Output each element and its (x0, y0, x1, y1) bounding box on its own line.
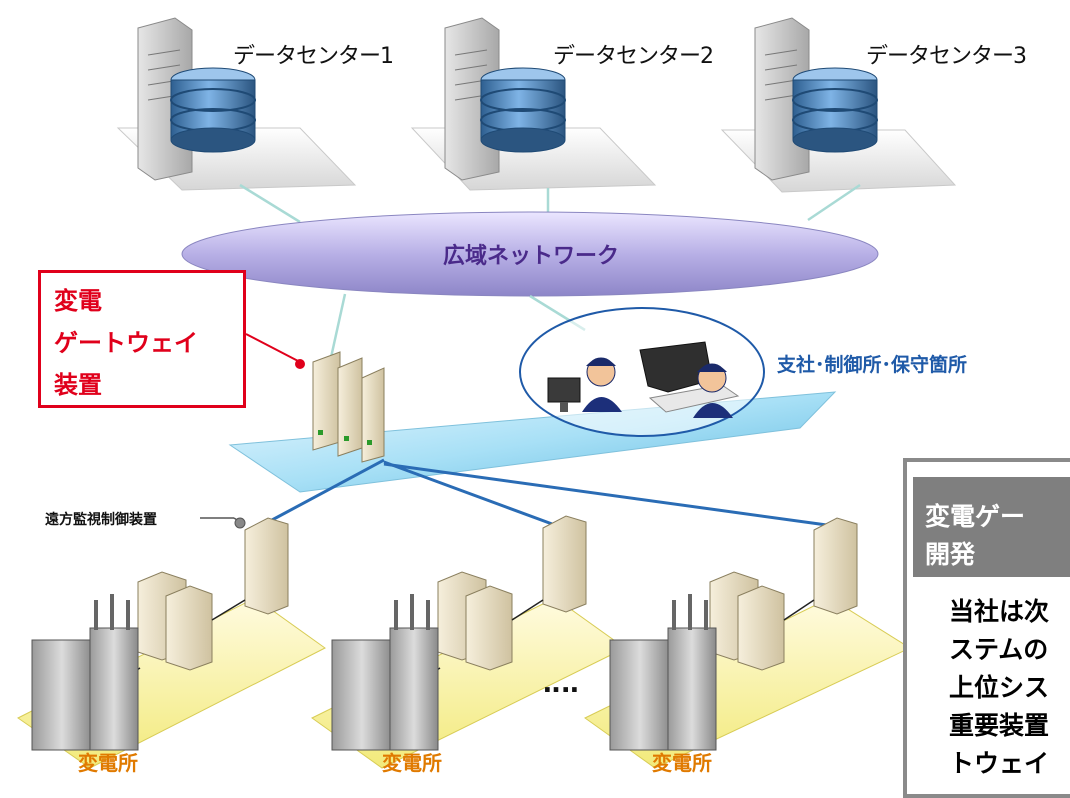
data-center-2-icon (444, 17, 566, 181)
rcu-callout-connector (200, 517, 246, 529)
gateway-callout-box: 変電 ゲートウェイ 装置 (38, 270, 246, 408)
substation-1-label: 変電所 (78, 751, 138, 775)
network-label: 広域ネットワーク (443, 244, 620, 269)
gateway-device-icon (312, 351, 385, 463)
gateway-label-line-2: ゲートウェイ (54, 329, 198, 357)
substation-1-equipment (31, 517, 289, 751)
gateway-label-line-3: 装置 (54, 371, 102, 399)
dev-body-line-3: 上位シス (949, 673, 1050, 702)
gateway-rcu-links (271, 458, 835, 530)
data-center-2-label: データセンター2 (553, 44, 714, 69)
dev-body-line-2: ステムの (949, 635, 1049, 664)
dev-body-line-1: 当社は次 (949, 597, 1050, 626)
data-center-3-icon (754, 17, 878, 181)
rcu-label: 遠方監視制御装置 (45, 512, 157, 528)
substation-3-label: 変電所 (652, 751, 712, 775)
dev-body-line-4: 重要装置 (949, 711, 1050, 740)
data-center-1-label: データセンター1 (233, 44, 394, 69)
substation-3-equipment (609, 517, 858, 751)
development-panel: 変電ゲー 開発 当社は次 ステムの 上位シス 重要装置 トウェイ (903, 458, 1070, 798)
gateway-label-line-1: 変電 (54, 287, 102, 315)
substation-2-equipment (331, 515, 587, 751)
dev-header-line-1: 変電ゲー (925, 502, 1026, 531)
substation-2-label: 変電所 (382, 751, 442, 775)
development-panel-header: 変電ゲー 開発 (913, 477, 1070, 577)
data-center-3-label: データセンター3 (866, 44, 1027, 69)
dev-body-line-5: トウェイ (949, 749, 1050, 778)
data-center-1-icon (137, 17, 256, 181)
branch-office-label: 支社･制御所･保守箇所 (777, 354, 968, 376)
network-diagram (17, 17, 957, 769)
dev-header-line-2: 開発 (925, 540, 976, 569)
gateway-callout-connector (245, 333, 305, 369)
operators-group (519, 307, 765, 437)
more-substations-ellipsis: ‥‥ (543, 669, 580, 699)
